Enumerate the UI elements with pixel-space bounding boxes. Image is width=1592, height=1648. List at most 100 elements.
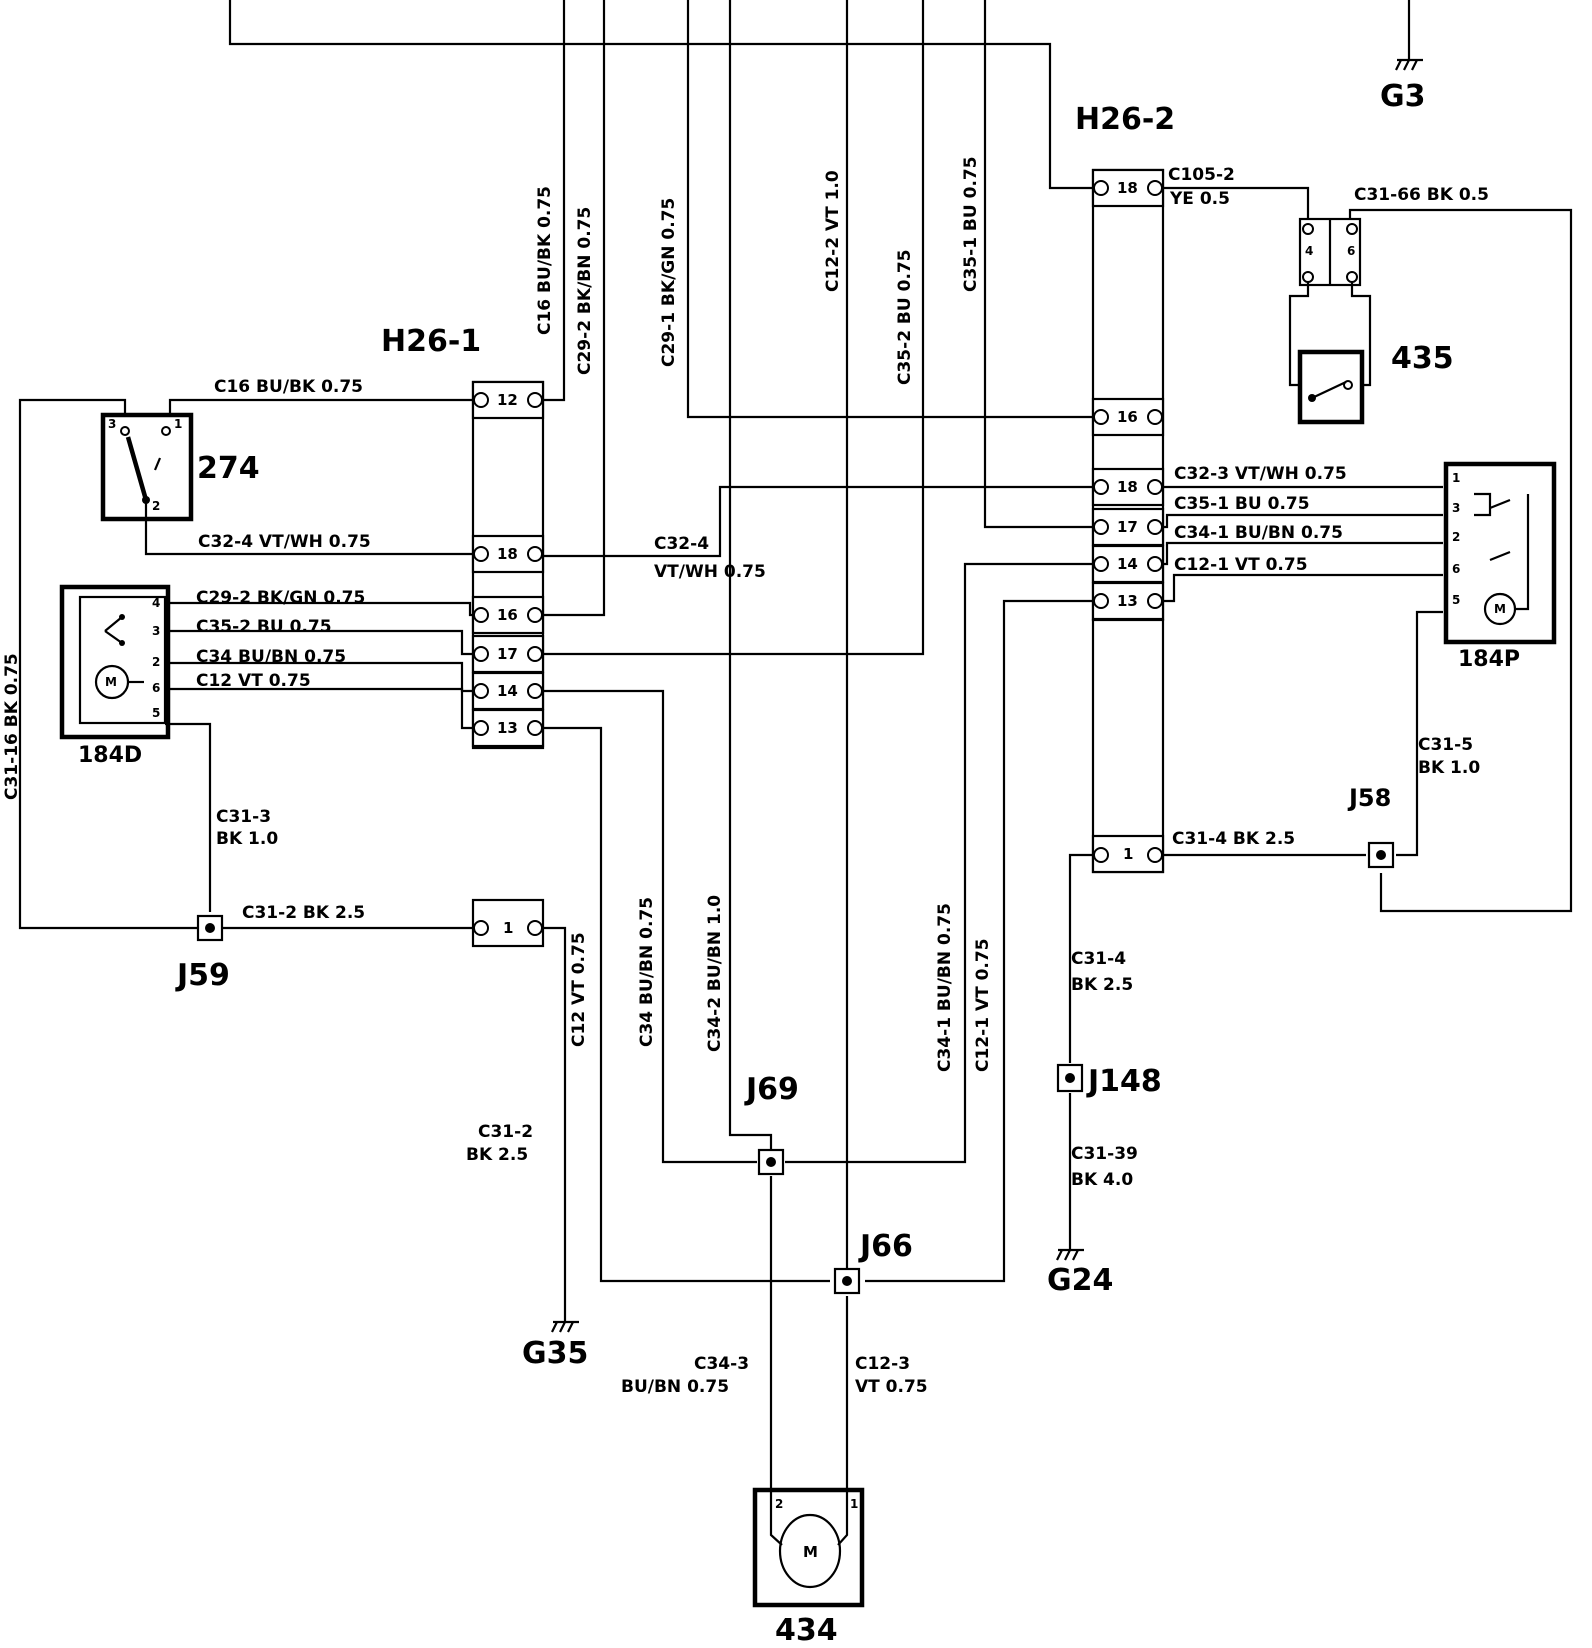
hlabel-c16: C16 BU/BK 0.75 xyxy=(214,377,363,397)
pin-h26-1-1: 1 xyxy=(503,919,513,937)
ground-g24-icon xyxy=(1056,1248,1084,1261)
pin-h26-2-16: 16 xyxy=(1117,408,1138,426)
vlabel-c35-1: C35-1 BU 0.75 xyxy=(961,156,981,292)
hlabel-bk10-a: BK 1.0 xyxy=(216,829,278,849)
vlabel-c12-vt: C12 VT 0.75 xyxy=(569,932,589,1047)
pin-h26-1-14: 14 xyxy=(497,682,518,700)
hlabel-c34-3: C34-3 xyxy=(694,1354,749,1374)
wire-c12-1 xyxy=(865,599,1097,1283)
hlabel-bk10-b: BK 1.0 xyxy=(1418,758,1480,778)
switch-274: 3 1 2 xyxy=(100,412,194,522)
junction-j148 xyxy=(1056,1063,1084,1093)
label-j69: J69 xyxy=(744,1072,799,1107)
vlabel-c31-16: C31-16 BK 0.75 xyxy=(2,653,22,800)
pin-h26-2-18a: 18 xyxy=(1117,179,1138,197)
hlabel-bk25-v: BK 2.5 xyxy=(466,1145,528,1165)
pin-h26-2-14: 14 xyxy=(1117,555,1138,573)
vlabel-c29-1: C29-1 BK/GN 0.75 xyxy=(659,198,679,367)
hlabel-bk40: BK 4.0 xyxy=(1071,1170,1133,1190)
pin-h26-1-18: 18 xyxy=(497,545,518,563)
pin-h26-1-13: 13 xyxy=(497,719,518,737)
label-j58: J58 xyxy=(1347,784,1391,812)
svg-text:1: 1 xyxy=(174,417,182,431)
wire-184p-5 xyxy=(1396,610,1443,857)
svg-text:3: 3 xyxy=(1452,501,1460,515)
hlabel-bk25-b: BK 2.5 xyxy=(1071,975,1133,995)
hlabel-vtwh-mid: VT/WH 0.75 xyxy=(654,562,766,582)
wire-c31-3 xyxy=(165,722,212,912)
wire-h1-13-c12 xyxy=(540,726,830,1283)
ground-g3-icon xyxy=(1395,58,1423,71)
label-274: 274 xyxy=(197,451,260,486)
pin-h26-1-17: 17 xyxy=(497,645,518,663)
hlabel-bubn075: BU/BN 0.75 xyxy=(621,1377,729,1397)
wire-c16-h xyxy=(168,398,476,415)
svg-text:6: 6 xyxy=(1452,562,1460,576)
pin-h26-2-13: 13 xyxy=(1117,592,1138,610)
hlabel-c31-4-v: C31-4 xyxy=(1071,949,1126,969)
svg-text:5: 5 xyxy=(1452,593,1460,607)
pin-h26-1-16: 16 xyxy=(497,606,518,624)
label-g35: G35 xyxy=(522,1336,588,1371)
wire-c12-h xyxy=(165,687,476,730)
motor-434: M 2 1 xyxy=(752,1487,865,1608)
wire-c29-1 xyxy=(686,0,1097,419)
svg-text:6: 6 xyxy=(152,681,160,695)
svg-text:M: M xyxy=(803,1543,818,1561)
svg-text:2: 2 xyxy=(152,655,160,669)
wire-c34-1 xyxy=(785,562,1097,1164)
svg-text:5: 5 xyxy=(152,706,160,720)
hlabel-c31-39: C31-39 xyxy=(1071,1144,1138,1164)
label-184p: 184P xyxy=(1458,647,1520,672)
hlabel-c31-2-h: C31-2 BK 2.5 xyxy=(242,903,365,923)
hlabel-c31-3: C31-3 xyxy=(216,807,271,827)
vlabel-c12-2: C12-2 VT 1.0 xyxy=(823,170,843,292)
vlabel-c34-1: C34-1 BU/BN 0.75 xyxy=(935,903,955,1072)
svg-text:4: 4 xyxy=(152,596,160,610)
wire-h1-1-g35 xyxy=(540,926,567,1322)
vlabel-c12-1: C12-1 VT 0.75 xyxy=(973,938,993,1072)
wire-c16 xyxy=(540,0,566,402)
pin-h26-2-18b: 18 xyxy=(1117,478,1138,496)
junction-j58 xyxy=(1367,841,1395,869)
svg-text:2: 2 xyxy=(1452,530,1460,544)
wire-c31-66 xyxy=(1348,208,1573,913)
motor-unit-184d: M 4 3 2 6 5 xyxy=(59,584,171,740)
hlabel-c35-1: C35-1 BU 0.75 xyxy=(1174,494,1310,514)
wire-c31-4-v xyxy=(1068,853,1097,1063)
hlabel-ye05: YE 0.5 xyxy=(1169,189,1230,209)
svg-text:6: 6 xyxy=(1347,244,1355,258)
junction-j69 xyxy=(757,1148,785,1176)
label-435: 435 xyxy=(1391,341,1454,376)
connector-h26-1: 12 18 16 17 14 13 1 xyxy=(471,380,545,948)
wire-c35-2 xyxy=(540,0,925,656)
hlabel-vt075: VT 0.75 xyxy=(855,1377,928,1397)
hlabel-c31-5: C31-5 xyxy=(1418,735,1473,755)
svg-text:2: 2 xyxy=(152,499,160,513)
wire-c105-2 xyxy=(1160,186,1310,219)
wire-c29-2 xyxy=(540,0,606,617)
junction-j66 xyxy=(833,1267,861,1295)
vlabel-c34-2: C34-2 BU/BN 1.0 xyxy=(705,895,725,1052)
wire-c34-2 xyxy=(728,0,773,1164)
svg-text:2: 2 xyxy=(775,1497,783,1511)
hlabel-c31-2-v: C31-2 xyxy=(478,1122,533,1142)
label-h26-1: H26-1 xyxy=(381,324,481,359)
junction-j59 xyxy=(196,914,224,942)
label-184d: 184D xyxy=(78,743,142,768)
wire-c31-16 xyxy=(18,398,200,930)
hlabel-c12-1: C12-1 VT 0.75 xyxy=(1174,555,1308,575)
wire-c35-1 xyxy=(983,0,1097,529)
svg-text:4: 4 xyxy=(1305,244,1313,258)
wires xyxy=(18,0,1573,1520)
wire-c35-2-h xyxy=(165,629,476,656)
label-j66: J66 xyxy=(858,1229,913,1264)
hlabel-c31-4-h: C31-4 BK 2.5 xyxy=(1172,829,1295,849)
wire-c34-h xyxy=(165,661,476,693)
svg-text:M: M xyxy=(1494,602,1506,616)
ground-g35-icon xyxy=(551,1320,579,1333)
vlabel-c35-2: C35-2 BU 0.75 xyxy=(895,249,915,385)
label-434: 434 xyxy=(775,1613,838,1648)
wire-h1-14-c34 xyxy=(540,689,757,1164)
